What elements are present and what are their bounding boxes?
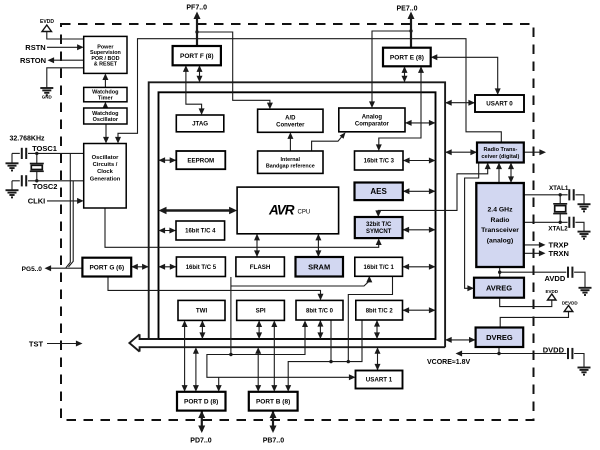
svg-text:Converter: Converter (276, 122, 305, 128)
svg-text:Circuits /: Circuits / (93, 162, 118, 168)
svg-text:AVR: AVR (268, 203, 295, 218)
svg-text:EVDD: EVDD (546, 289, 559, 294)
svg-text:2.4 GHz: 2.4 GHz (488, 207, 514, 214)
svg-text:Analog: Analog (362, 115, 383, 121)
svg-text:Watchdog: Watchdog (92, 111, 118, 117)
svg-text:AES: AES (370, 187, 387, 196)
svg-text:XTAL2: XTAL2 (548, 225, 568, 232)
svg-text:CPU: CPU (298, 210, 311, 216)
svg-text:& RESET: & RESET (94, 62, 118, 68)
svg-text:Timer: Timer (98, 96, 114, 102)
svg-text:DVREG: DVREG (486, 333, 513, 342)
svg-text:EEPROM: EEPROM (187, 157, 214, 164)
svg-text:(analog): (analog) (487, 237, 513, 244)
svg-text:TRXN: TRXN (549, 249, 569, 258)
svg-text:DEVDD: DEVDD (562, 301, 579, 306)
svg-text:CLKI: CLKI (28, 197, 46, 206)
svg-text:16bit T/C 3: 16bit T/C 3 (364, 159, 395, 165)
svg-text:Transceiver: Transceiver (481, 227, 519, 234)
svg-text:PORT D (8): PORT D (8) (184, 399, 218, 406)
svg-text:FLASH: FLASH (250, 264, 271, 271)
svg-text:Watchdog: Watchdog (92, 90, 118, 96)
svg-text:Oscillator: Oscillator (93, 117, 119, 123)
svg-text:GND: GND (42, 95, 53, 100)
svg-text:SYMCNT: SYMCNT (366, 229, 392, 235)
svg-text:Bandgap reference: Bandgap reference (266, 163, 315, 169)
svg-text:16bit T/C 1: 16bit T/C 1 (364, 265, 395, 271)
svg-text:PD7..0: PD7..0 (190, 438, 212, 445)
svg-text:PE7..0: PE7..0 (396, 6, 417, 13)
svg-text:16bit T/C 5: 16bit T/C 5 (186, 265, 217, 271)
svg-text:Oscillator: Oscillator (92, 155, 119, 161)
svg-text:Internal: Internal (281, 157, 301, 163)
svg-text:SRAM: SRAM (308, 262, 330, 271)
svg-text:A/D: A/D (285, 115, 296, 121)
svg-text:8bit T/C 0: 8bit T/C 0 (306, 308, 334, 314)
svg-text:SPI: SPI (256, 308, 266, 315)
svg-text:DVDD: DVDD (543, 345, 565, 354)
svg-text:TWI: TWI (196, 308, 208, 315)
svg-text:32bit T/C: 32bit T/C (366, 222, 392, 228)
svg-text:AVREG: AVREG (486, 283, 512, 292)
svg-text:Supervision: Supervision (90, 50, 121, 56)
svg-text:VCORE≈1.8V: VCORE≈1.8V (427, 359, 470, 366)
svg-text:Radio: Radio (491, 217, 510, 224)
svg-text:RSTON: RSTON (20, 56, 46, 65)
svg-text:RSTN: RSTN (25, 43, 45, 52)
svg-text:PF7..0: PF7..0 (186, 5, 207, 12)
svg-text:AVDD: AVDD (545, 274, 566, 283)
svg-text:ceiver (digital): ceiver (digital) (481, 154, 519, 160)
svg-text:TOSC2: TOSC2 (33, 182, 58, 191)
svg-text:XTAL1: XTAL1 (549, 185, 569, 192)
svg-text:USART 0: USART 0 (486, 101, 513, 108)
svg-text:EVDD: EVDD (40, 19, 54, 25)
svg-text:Generation: Generation (90, 176, 121, 182)
svg-text:PORT G (6): PORT G (6) (89, 264, 124, 271)
svg-text:Radio Trans-: Radio Trans- (483, 147, 517, 153)
svg-text:Clock: Clock (97, 169, 114, 175)
svg-text:16bit T/C 4: 16bit T/C 4 (185, 229, 216, 235)
svg-text:32.768KHz: 32.768KHz (9, 135, 45, 142)
svg-text:PG5..0: PG5..0 (22, 266, 43, 273)
svg-text:PB7..0: PB7..0 (263, 438, 285, 445)
svg-text:USART 1: USART 1 (366, 377, 393, 384)
svg-text:JTAG: JTAG (192, 121, 208, 128)
svg-text:PORT F (8): PORT F (8) (180, 53, 214, 60)
svg-text:POR / BOD: POR / BOD (91, 56, 119, 62)
svg-text:PORT E (8): PORT E (8) (390, 54, 424, 61)
svg-text:TST: TST (29, 339, 44, 348)
svg-text:8bit T/C 2: 8bit T/C 2 (366, 308, 394, 314)
svg-text:Power: Power (97, 44, 114, 50)
svg-text:TRXP: TRXP (549, 240, 569, 249)
svg-text:Comparator: Comparator (355, 122, 390, 128)
svg-text:TOSC1: TOSC1 (32, 144, 57, 153)
svg-text:PORT B (8): PORT B (8) (256, 399, 290, 406)
